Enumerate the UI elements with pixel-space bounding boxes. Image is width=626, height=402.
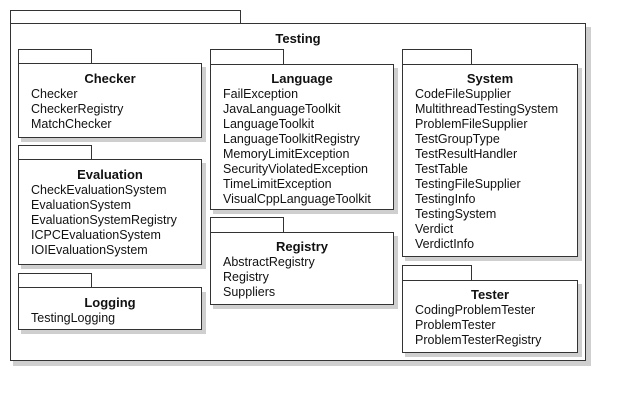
outer-package-title: Testing — [275, 31, 321, 46]
class-list: CodeFileSupplier MultithreadTestingSyste… — [415, 87, 558, 252]
outer-package-tab — [10, 10, 241, 24]
class-item: Registry — [223, 270, 269, 284]
class-list: Checker CheckerRegistry MatchChecker — [31, 87, 123, 132]
package-title: Evaluation — [77, 167, 143, 182]
language-package-tab — [210, 49, 284, 65]
class-item: CodeFileSupplier — [415, 87, 511, 101]
system-package-tab — [402, 49, 472, 65]
package-title: Tester — [470, 287, 510, 302]
package-language: Language FailException JavaLanguageToolk… — [210, 64, 394, 210]
package-title: Logging — [84, 295, 136, 310]
class-list: AbstractRegistry Registry Suppliers — [223, 255, 315, 300]
class-item: TestGroupType — [415, 132, 500, 146]
class-item: TestingFileSupplier — [415, 177, 521, 191]
class-item: TestResultHandler — [415, 147, 518, 161]
class-item: ProblemTesterRegistry — [415, 333, 542, 347]
class-item: ProblemFileSupplier — [415, 117, 528, 131]
class-item: MultithreadTestingSystem — [415, 102, 559, 116]
class-item: CodingProblemTester — [415, 303, 536, 317]
package-title: Registry — [275, 239, 329, 254]
class-item: EvaluationSystem — [31, 198, 132, 212]
class-item: TestingSystem — [415, 207, 497, 221]
tester-package-tab — [402, 265, 472, 281]
class-item: Checker — [31, 87, 78, 101]
class-item: SecurityViolatedException — [223, 162, 368, 176]
package-system: System CodeFileSupplier MultithreadTesti… — [402, 64, 578, 257]
checker-package-tab — [18, 49, 92, 64]
class-item: LanguageToolkit — [223, 117, 315, 131]
class-item: VerdictInfo — [415, 237, 475, 251]
class-list: FailException JavaLanguageToolkit Langua… — [223, 87, 371, 207]
class-item: TestingLogging — [31, 311, 116, 325]
logging-package-tab — [18, 273, 92, 288]
class-item: FailException — [223, 87, 299, 101]
class-item: MemoryLimitException — [223, 147, 350, 161]
class-list: TestingLogging — [31, 311, 115, 326]
package-checker: Checker Checker CheckerRegistry MatchChe… — [18, 63, 202, 138]
package-logging: Logging TestingLogging — [18, 287, 202, 330]
registry-package-tab — [210, 217, 284, 233]
class-item: CheckEvaluationSystem — [31, 183, 167, 197]
class-item: CheckerRegistry — [31, 102, 124, 116]
class-item: VisualCppLanguageToolkit — [223, 192, 371, 206]
class-item: Suppliers — [223, 285, 276, 299]
class-item: ICPCEvaluationSystem — [31, 228, 161, 242]
class-item: AbstractRegistry — [223, 255, 315, 269]
package-title: Language — [271, 71, 333, 86]
package-tester: Tester CodingProblemTester ProblemTester… — [402, 280, 578, 353]
class-item: JavaLanguageToolkit — [223, 102, 341, 116]
evaluation-package-tab — [18, 145, 92, 160]
class-list: CodingProblemTester ProblemTester Proble… — [415, 303, 541, 348]
class-item: LanguageToolkitRegistry — [223, 132, 360, 146]
class-list: CheckEvaluationSystem EvaluationSystem E… — [31, 183, 177, 258]
class-item: ProblemTester — [415, 318, 496, 332]
class-item: Verdict — [415, 222, 454, 236]
package-evaluation: Evaluation CheckEvaluationSystem Evaluat… — [18, 159, 202, 265]
class-item: TestingInfo — [415, 192, 476, 206]
class-item: TestTable — [415, 162, 468, 176]
package-title: System — [466, 71, 514, 86]
package-title: Checker — [84, 71, 136, 86]
class-item: TimeLimitException — [223, 177, 332, 191]
class-item: MatchChecker — [31, 117, 112, 131]
package-registry: Registry AbstractRegistry Registry Suppl… — [210, 232, 394, 305]
class-item: EvaluationSystemRegistry — [31, 213, 177, 227]
class-item: IOIEvaluationSystem — [31, 243, 148, 257]
